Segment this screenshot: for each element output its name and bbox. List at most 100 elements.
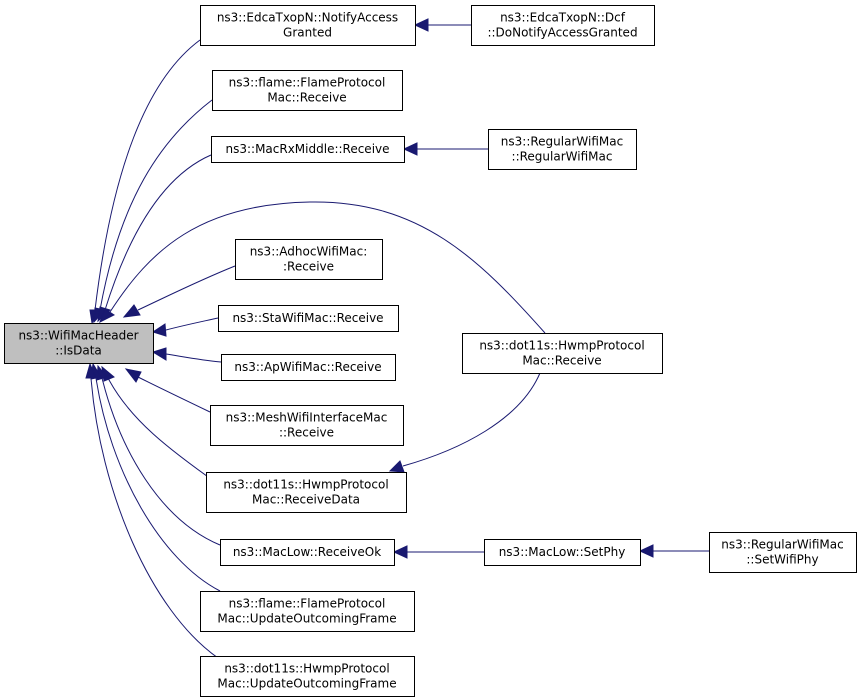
- edge-macrx-receive-to-isdata: [97, 154, 212, 323]
- edge-edca-dcf-to-edca-notify: [413, 18, 471, 32]
- node-label-line: ns3::StaWifiMac::Receive: [232, 311, 383, 325]
- node-label-line: ns3::dot11s::HwmpProtocol: [479, 339, 644, 353]
- node-label-line: ::RegularWifiMac: [512, 150, 613, 164]
- node-sta-receive[interactable]: ns3::StaWifiMac::Receive: [218, 305, 399, 332]
- node-box: [206, 472, 407, 513]
- arrowhead-icon: [122, 304, 141, 318]
- node-label-line: ::IsData: [55, 344, 102, 358]
- node-box: [709, 532, 857, 573]
- node-flame-update[interactable]: ns3::flame::FlameProtocolMac::UpdateOutc…: [200, 591, 415, 632]
- node-box: [218, 305, 399, 332]
- edge-flame-update-to-isdata: [90, 362, 221, 592]
- edge-line: [137, 376, 211, 413]
- arrowhead-icon: [99, 308, 115, 324]
- node-label-line: ns3::AdhocWifiMac:: [250, 245, 368, 259]
- node-label-line: ns3::MacLow::SetPhy: [499, 545, 626, 559]
- node-box: [488, 129, 637, 170]
- arrowhead-icon: [638, 544, 654, 558]
- node-macrx-receive[interactable]: ns3::MacRxMiddle::Receive: [211, 136, 405, 163]
- node-regular-mac[interactable]: ns3::RegularWifiMac::RegularWifiMac: [488, 129, 637, 170]
- edge-line: [109, 201, 546, 334]
- edge-ap-to-isdata: [151, 347, 222, 363]
- node-label-line: ns3::MeshWifiInterfaceMac: [226, 411, 388, 425]
- arrowhead-icon: [151, 323, 167, 337]
- node-label-line: Mac::Receive: [522, 354, 601, 368]
- node-edca-dcf[interactable]: ns3::EdcaTxopN::Dcf::DoNotifyAccessGrant…: [471, 5, 655, 46]
- node-label-line: ::DoNotifyAccessGranted: [487, 26, 637, 40]
- edge-line: [90, 377, 219, 659]
- edge-line: [99, 99, 213, 311]
- edge-line: [107, 377, 219, 485]
- edge-line: [137, 265, 236, 311]
- edge-adhoc-to-isdata: [122, 265, 236, 318]
- node-label-line: ns3::WifiMacHeader: [18, 329, 138, 343]
- node-label-line: ns3::flame::FlameProtocol: [229, 597, 386, 611]
- node-regular-setwifiphy[interactable]: ns3::RegularWifiMac::SetWifiPhy: [709, 532, 857, 573]
- edge-line: [95, 377, 221, 592]
- arrowhead-icon: [124, 368, 142, 383]
- node-label-line: ns3::EdcaTxopN::Dcf: [500, 11, 626, 25]
- nodes-layer: ns3::WifiMacHeader::IsData ns3::EdcaTxopN…: [4, 5, 857, 697]
- node-label-line: ::SetWifiPhy: [746, 553, 818, 567]
- arrowhead-icon: [151, 347, 167, 361]
- node-label-line: Granted: [283, 26, 332, 40]
- node-label-line: ns3::dot11s::HwmpProtocol: [223, 478, 388, 492]
- edge-line: [165, 317, 219, 331]
- node-ap-receive[interactable]: ns3::ApWifiMac::Receive: [221, 354, 396, 381]
- edge-mesh-to-isdata: [124, 368, 211, 413]
- node-label-line: Mac::Receive: [267, 91, 346, 105]
- node-label-line: ns3::MacRxMiddle::Receive: [225, 142, 389, 156]
- edge-setphy-to-receiveok: [392, 545, 484, 559]
- node-box: [471, 5, 655, 46]
- edge-line: [104, 154, 212, 311]
- node-mesh-receive[interactable]: ns3::MeshWifiInterfaceMac::Receive: [210, 405, 404, 446]
- node-label-line: ns3::EdcaTxopN::NotifyAccess: [217, 11, 398, 25]
- node-label-line: Mac::UpdateOutcomingFrame: [217, 612, 396, 626]
- node-edca-notify[interactable]: ns3::EdcaTxopN::NotifyAccessGranted: [200, 5, 416, 46]
- node-label-line: Mac::UpdateOutcomingFrame: [217, 677, 396, 691]
- node-maclow-setphy[interactable]: ns3::MacLow::SetPhy: [484, 539, 641, 566]
- node-label-line: ns3::flame::FlameProtocol: [229, 76, 386, 90]
- node-label-line: Mac::ReceiveData: [252, 493, 360, 507]
- edge-line: [101, 377, 221, 546]
- edge-line: [94, 39, 201, 311]
- edge-setwifiphy-to-setphy: [638, 544, 709, 558]
- node-box: [221, 354, 396, 381]
- node-box: [220, 539, 395, 566]
- edge-line: [165, 353, 222, 363]
- node-box: [212, 70, 403, 111]
- node-box: [211, 136, 405, 163]
- node-box: [200, 5, 416, 46]
- node-label-line: :Receive: [283, 260, 334, 274]
- edge-hwmp-receive-to-isdata: [99, 201, 546, 334]
- arrowhead-icon: [388, 460, 405, 473]
- node-box: [200, 656, 415, 697]
- edge-maclow-receiveok-to-isdata: [96, 364, 221, 546]
- edge-hwmp-receivedata-to-isdata: [101, 365, 219, 485]
- node-label-line: ns3::RegularWifiMac: [721, 538, 843, 552]
- node-box: [200, 591, 415, 632]
- arrowhead-icon: [402, 142, 418, 156]
- node-hwmp-update[interactable]: ns3::dot11s::HwmpProtocolMac::UpdateOutc…: [200, 656, 415, 697]
- node-box: [484, 539, 641, 566]
- edge-hwmp-receive-to-receivedata: [388, 372, 541, 473]
- arrowhead-icon: [85, 362, 97, 379]
- node-box: [235, 239, 383, 280]
- node-box: [210, 405, 404, 446]
- node-maclow-receiveok[interactable]: ns3::MacLow::ReceiveOk: [220, 539, 395, 566]
- node-adhoc-receive[interactable]: ns3::AdhocWifiMac::Receive: [235, 239, 383, 280]
- edge-regular-mac-to-macrx: [402, 142, 488, 156]
- node-label-line: ns3::ApWifiMac::Receive: [234, 360, 381, 374]
- edges-layer: [85, 18, 709, 659]
- node-label-line: ns3::dot11s::HwmpProtocol: [224, 662, 389, 676]
- node-isdata[interactable]: ns3::WifiMacHeader::IsData: [4, 323, 154, 364]
- node-label-line: ns3::RegularWifiMac: [501, 135, 623, 149]
- node-hwmp-receivedata[interactable]: ns3::dot11s::HwmpProtocolMac::ReceiveDat…: [206, 472, 407, 513]
- node-label-line: ns3::MacLow::ReceiveOk: [233, 545, 381, 559]
- arrowhead-icon: [413, 18, 429, 32]
- node-box: [462, 333, 663, 374]
- node-box: [4, 323, 154, 364]
